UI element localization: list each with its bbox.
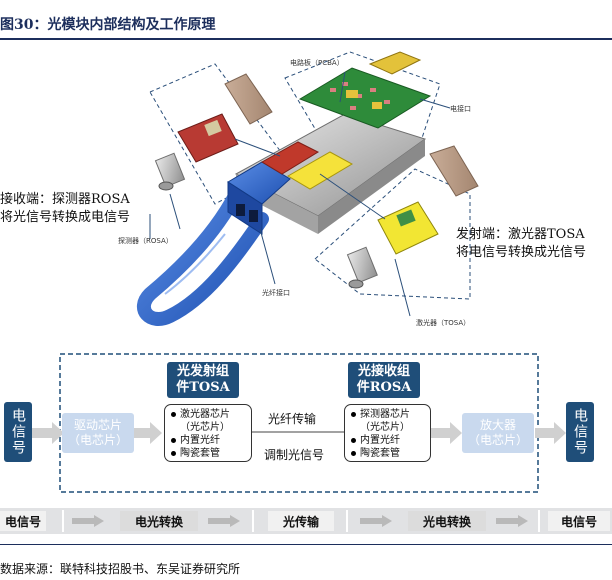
tosa-dashed-frame — [314, 168, 471, 300]
callout-electrical-interface: 电接口 — [450, 105, 471, 113]
rosa-title-line1: 光接收组 — [357, 364, 410, 379]
tosa-flex-cable — [429, 145, 479, 197]
rosa-title-line2: 件ROSA — [356, 380, 412, 395]
source-note: 数据来源：联特科技招股书、东吴证券研究所 — [0, 562, 241, 576]
amplifier-line2: （电芯片） — [467, 433, 528, 447]
tosa-ferrule — [346, 246, 378, 284]
callout-detector: 探测器（ROSA） — [118, 237, 173, 245]
laser-leader — [394, 258, 411, 317]
pcba-leader — [339, 71, 346, 103]
callout-pcba: 电路板（PCBA） — [290, 59, 344, 67]
process-arrow — [496, 515, 528, 527]
fiber-interface-leader — [259, 228, 276, 285]
rosa-item-detector-chip-note: （光芯片） — [360, 422, 410, 433]
process-bar: 电信号 电光转换 光传输 光电转换 电信号 — [0, 508, 612, 534]
process-step-oe-conversion: 光电转换 — [408, 511, 486, 531]
electrical-interface-leader — [419, 98, 451, 109]
left-electric-signal-label: 电信号 — [10, 408, 26, 456]
tosa-arrow — [319, 173, 386, 220]
process-step-electric-in: 电信号 — [0, 511, 46, 531]
process-arrow — [208, 515, 240, 527]
rosa-arrow — [234, 138, 281, 157]
rosa-component-list: 探测器芯片 （光芯片） 内置光纤 陶瓷套管 — [344, 404, 431, 462]
rosa-item-detector-chip: 探测器芯片 — [351, 408, 424, 421]
tosa-body — [377, 201, 439, 255]
title-divider — [0, 38, 612, 40]
receiver-note-line2: 将光信号转换成电信号 — [0, 210, 131, 225]
rosa-flex-cable — [224, 73, 273, 125]
figure-title: 图30：光模块内部结构及工作原理 — [0, 17, 216, 33]
tosa-title-line1: 光发射组 — [176, 364, 229, 379]
rosa-item-ferrule: 陶瓷套管 — [351, 447, 424, 460]
tosa-item-fiber: 内置光纤 — [171, 434, 245, 447]
optical-module-illustration — [137, 51, 479, 326]
right-electric-signal-box: 电信号 — [566, 402, 594, 462]
receiver-note: 接收端：探测器ROSA 将光信号转换成电信号 — [0, 191, 130, 227]
bar-separator — [62, 510, 64, 532]
rosa-item-fiber: 内置光纤 — [351, 434, 424, 447]
callout-fiber-interface: 光纤接口 — [262, 289, 290, 297]
detector-leader — [169, 193, 181, 230]
arrow-driver-to-tosa — [134, 422, 162, 444]
bar-separator — [346, 510, 348, 532]
transmitter-note: 发射端：激光器TOSA 将电信号转换成光信号 — [456, 226, 586, 262]
modulated-signal-label: 调制光信号 — [264, 448, 325, 462]
fiber-transmission-label: 光纤传输 — [268, 412, 317, 426]
process-arrow — [72, 515, 104, 527]
pull-tab-bail — [137, 187, 269, 326]
pcba-board — [298, 67, 432, 129]
process-step-eo-conversion: 电光转换 — [120, 511, 198, 531]
driver-chip-line1: 驱动芯片 — [73, 418, 122, 432]
right-electric-signal-label: 电信号 — [572, 408, 588, 456]
transmitter-note-line1: 发射端：激光器TOSA — [456, 227, 585, 242]
tosa-component-list: 激光器芯片 （光芯片） 内置光纤 陶瓷套管 — [164, 404, 252, 462]
rosa-dashed-frame — [149, 63, 291, 205]
tosa-item-laser-chip-note: （光芯片） — [180, 422, 230, 433]
process-arrow — [360, 515, 392, 527]
bar-separator — [252, 510, 254, 532]
arrow-amp-to-signal — [535, 422, 566, 444]
rosa-body — [177, 113, 239, 163]
tosa-title-box: 光发射组 件TOSA — [167, 362, 239, 398]
rosa-ferrule — [154, 152, 186, 188]
arrow-rosa-to-amp — [431, 422, 462, 444]
tosa-title-line2: 件TOSA — [176, 380, 230, 395]
amplifier-line1: 放大器 — [479, 418, 516, 432]
module-boundary — [59, 353, 539, 493]
process-step-optical-transmission: 光传输 — [268, 511, 334, 531]
callout-laser: 激光器（TOSA） — [416, 319, 471, 327]
flow-connectors — [31, 353, 566, 493]
process-step-electric-out: 电信号 — [548, 511, 610, 531]
receiver-note-line1: 接收端：探测器ROSA — [0, 192, 130, 207]
driver-chip-line2: （电芯片） — [67, 433, 128, 447]
pcba-dashed-frame — [284, 51, 441, 155]
transmitter-note-line2: 将电信号转换成光信号 — [456, 245, 587, 260]
tosa-item-laser-chip: 激光器芯片 — [171, 408, 245, 421]
amplifier-box: 放大器 （电芯片） — [462, 413, 534, 453]
tosa-item-ferrule: 陶瓷套管 — [171, 447, 245, 460]
left-electric-signal-box: 电信号 — [4, 402, 32, 462]
bar-separator — [538, 510, 540, 532]
arrow-signal-to-driver — [31, 422, 64, 444]
rosa-title-box: 光接收组 件ROSA — [348, 362, 420, 398]
source-divider — [0, 544, 612, 545]
driver-chip-box: 驱动芯片 （电芯片） — [62, 413, 134, 453]
